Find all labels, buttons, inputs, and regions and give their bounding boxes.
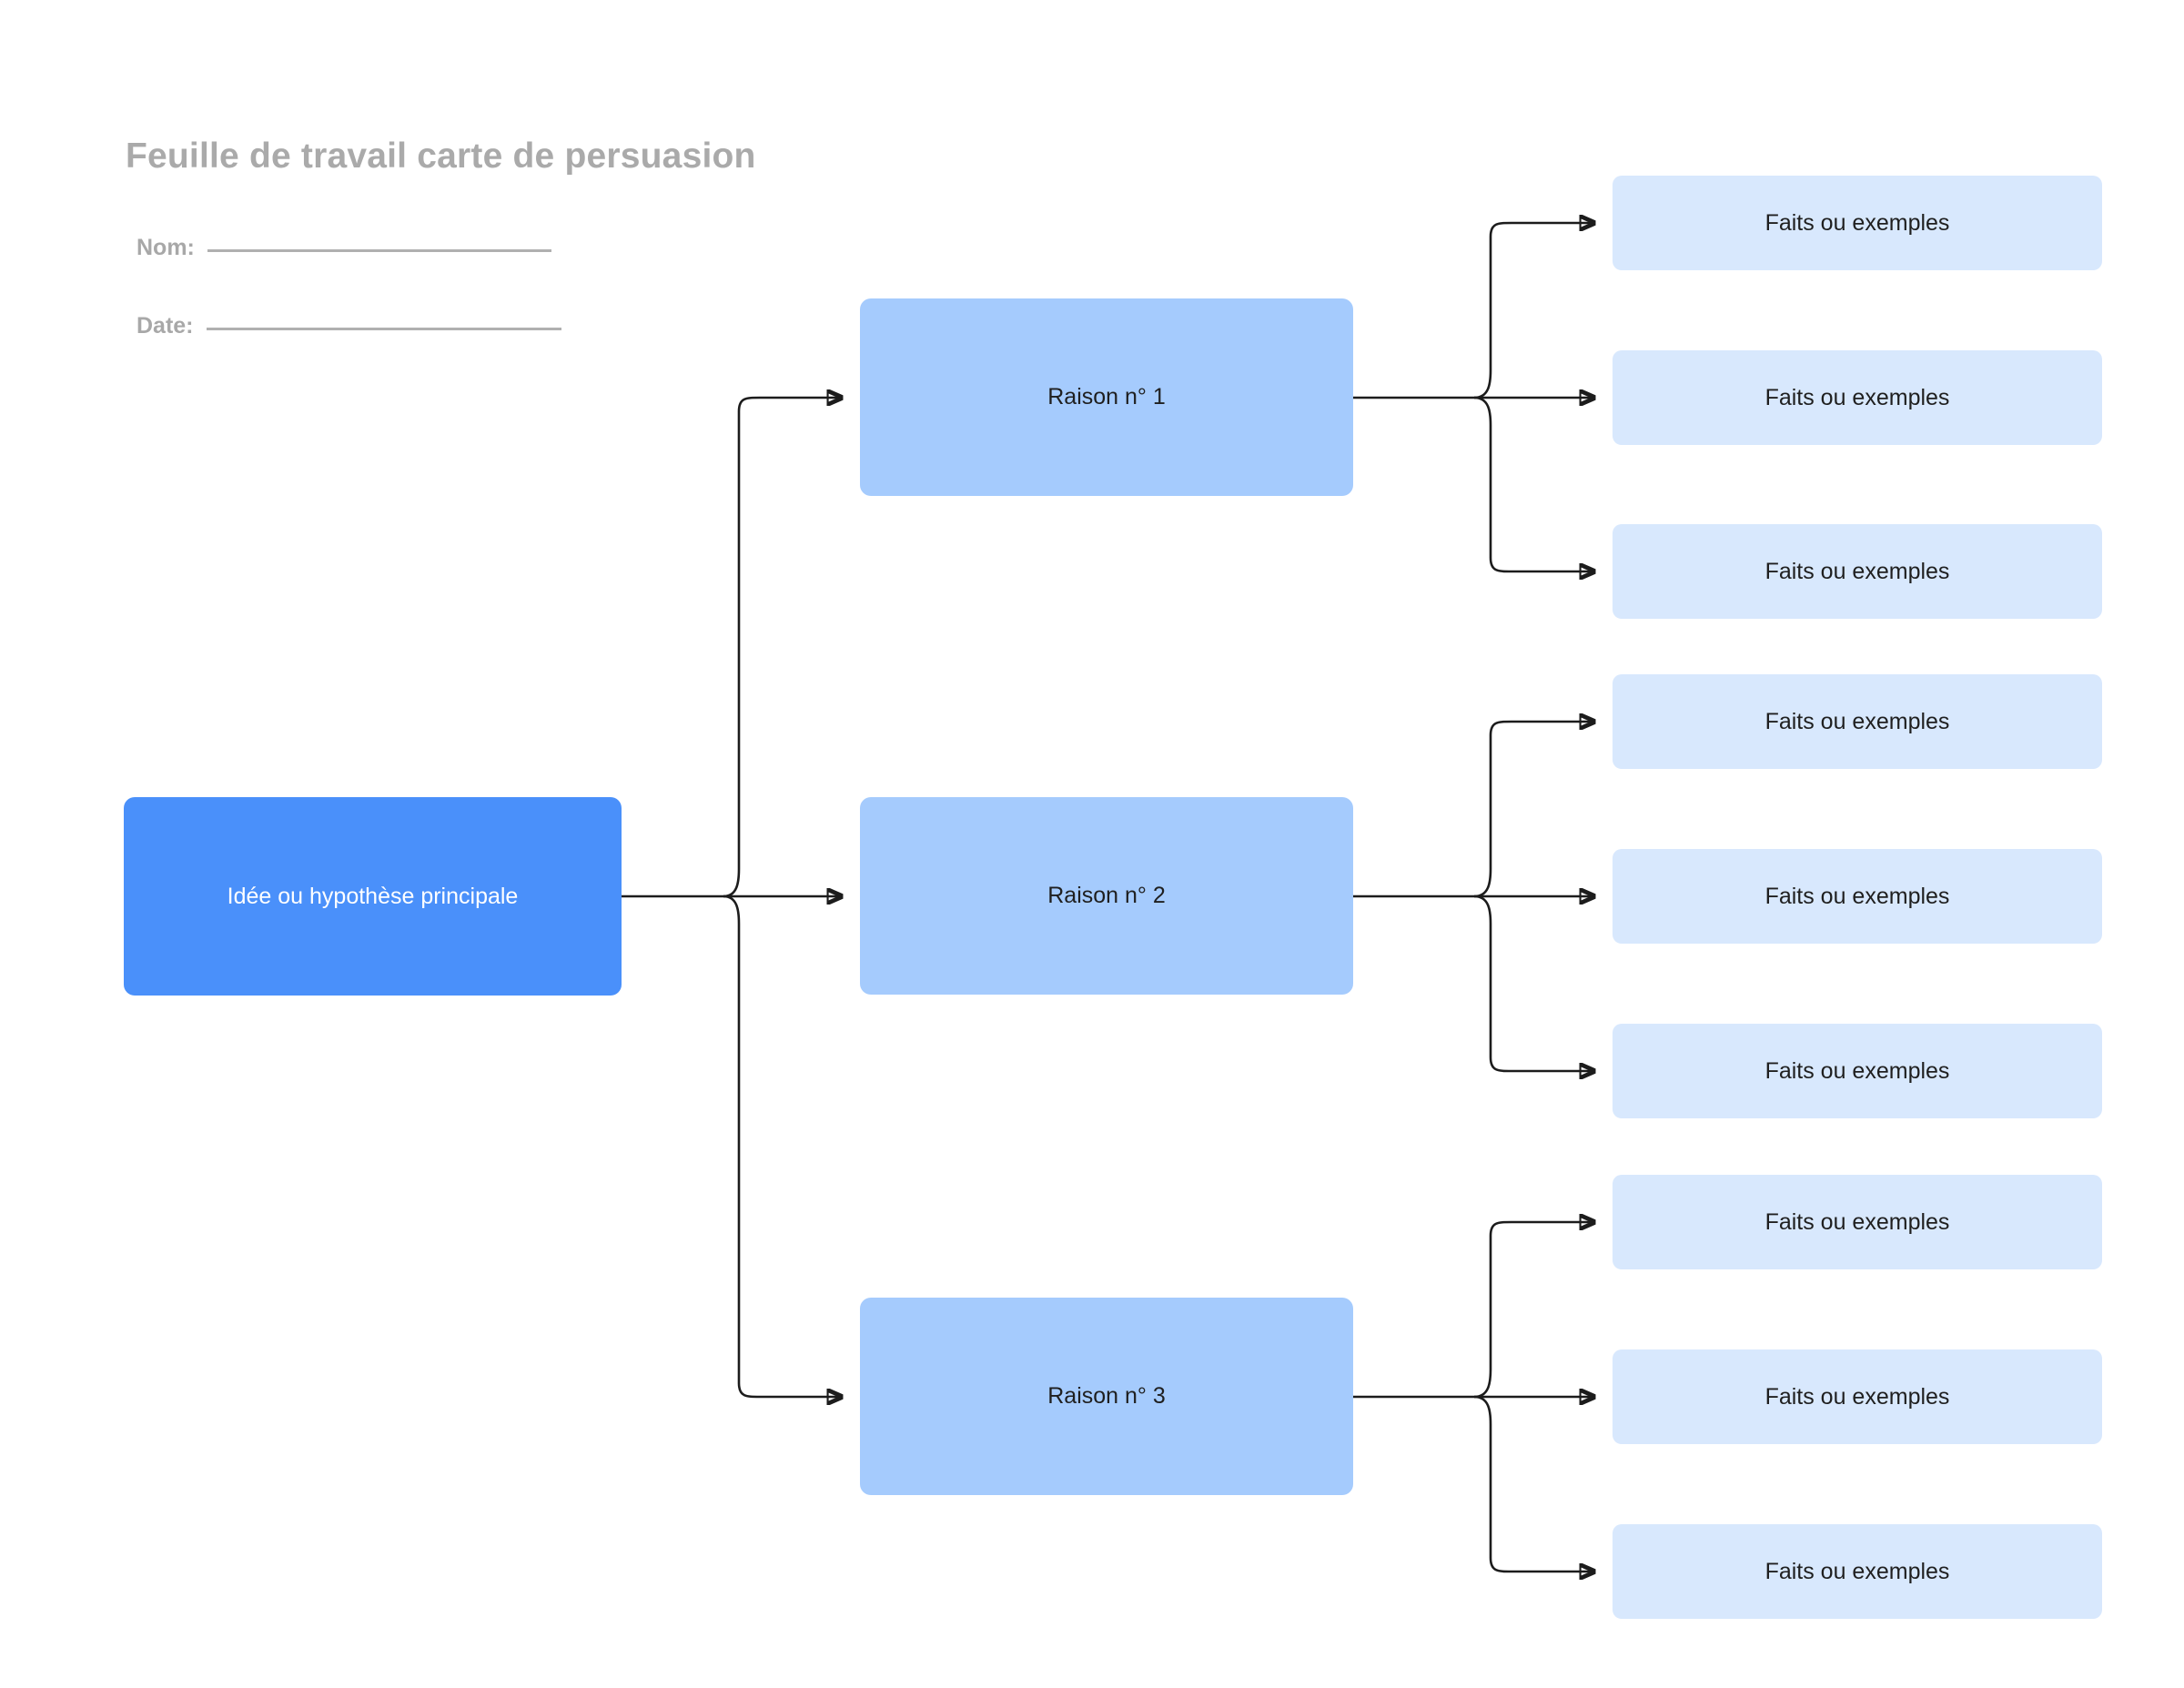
node-fact-2-3-label: Faits ou exemples bbox=[1764, 1057, 1950, 1084]
node-fact-1-2-label: Faits ou exemples bbox=[1764, 384, 1950, 410]
edge-reason2-fact3 bbox=[1473, 895, 1594, 1071]
node-fact-3-1[interactable]: Faits ou exemples bbox=[1613, 1175, 2102, 1269]
edge-root-reason-3 bbox=[723, 895, 842, 1397]
edge-root-reason-1 bbox=[723, 398, 842, 898]
node-reason-3-label: Raison n° 3 bbox=[1047, 1383, 1166, 1409]
node-reason-2-label: Raison n° 2 bbox=[1047, 883, 1166, 908]
node-fact-1-1-label: Faits ou exemples bbox=[1764, 209, 1950, 236]
date-field-label: Date: bbox=[136, 313, 194, 339]
edge-reason1-fact3 bbox=[1473, 396, 1594, 571]
node-fact-2-1-label: Faits ou exemples bbox=[1764, 708, 1950, 734]
node-fact-1-2[interactable]: Faits ou exemples bbox=[1613, 350, 2102, 445]
node-fact-2-2-label: Faits ou exemples bbox=[1764, 883, 1950, 909]
node-reason-2[interactable]: Raison n° 2 bbox=[860, 797, 1353, 995]
node-reason-1-label: Raison n° 1 bbox=[1047, 384, 1166, 409]
node-fact-3-3-label: Faits ou exemples bbox=[1764, 1558, 1950, 1584]
edge-reason3-fact3 bbox=[1473, 1395, 1594, 1572]
node-reason-3[interactable]: Raison n° 3 bbox=[860, 1298, 1353, 1495]
page-title: Feuille de travail carte de persuasion bbox=[126, 136, 756, 176]
edge-reason2-fact1 bbox=[1473, 722, 1594, 898]
node-fact-1-3[interactable]: Faits ou exemples bbox=[1613, 524, 2102, 619]
date-field-writeline[interactable] bbox=[206, 328, 561, 330]
node-fact-3-2-label: Faits ou exemples bbox=[1764, 1383, 1950, 1410]
name-field-label: Nom: bbox=[136, 235, 195, 260]
node-fact-3-1-label: Faits ou exemples bbox=[1764, 1208, 1950, 1235]
node-fact-3-2[interactable]: Faits ou exemples bbox=[1613, 1349, 2102, 1444]
node-fact-3-3[interactable]: Faits ou exemples bbox=[1613, 1524, 2102, 1619]
name-field-writeline[interactable] bbox=[207, 249, 551, 252]
node-main-idea-label: Idée ou hypothèse principale bbox=[227, 883, 519, 909]
node-fact-1-3-label: Faits ou exemples bbox=[1764, 558, 1950, 584]
node-reason-1[interactable]: Raison n° 1 bbox=[860, 298, 1353, 496]
date-field-row: Date: bbox=[136, 313, 561, 339]
node-fact-2-3[interactable]: Faits ou exemples bbox=[1613, 1024, 2102, 1118]
name-field-row: Nom: bbox=[136, 235, 551, 261]
node-fact-1-1[interactable]: Faits ou exemples bbox=[1613, 176, 2102, 270]
node-fact-2-1[interactable]: Faits ou exemples bbox=[1613, 674, 2102, 769]
edge-reason1-fact1 bbox=[1473, 223, 1594, 399]
node-fact-2-2[interactable]: Faits ou exemples bbox=[1613, 849, 2102, 944]
node-main-idea[interactable]: Idée ou hypothèse principale bbox=[124, 797, 622, 996]
edge-reason3-fact1 bbox=[1473, 1222, 1594, 1399]
